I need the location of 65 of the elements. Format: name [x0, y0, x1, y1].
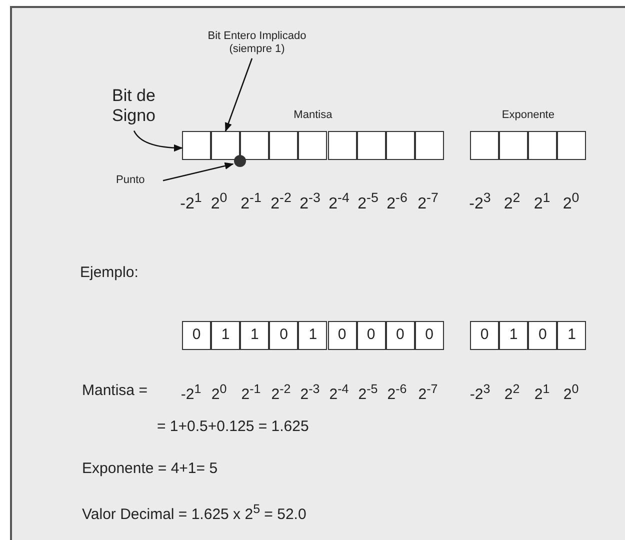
bit-cell: 1	[499, 321, 528, 350]
bit-cell	[499, 131, 528, 160]
weight-label: 2$^{-2}$	[271, 382, 291, 403]
weight-label: 2$^{0}$	[211, 382, 227, 403]
weight-label: 2$^{-3}$	[300, 190, 320, 214]
weight-label: 2$^{-6}$	[386, 190, 408, 214]
weight-label: 2$^{-3}$	[300, 382, 320, 403]
bit-cell	[528, 131, 558, 160]
weight-label: 2$^{-2}$	[270, 190, 292, 214]
bit-cell: 0	[182, 321, 211, 350]
bit-cell: 1	[557, 321, 586, 350]
bit-cell	[414, 131, 444, 160]
leader-arrow	[224, 58, 253, 132]
weight-label: 2$^{-7}$	[418, 190, 438, 214]
bit-cell: 0	[328, 321, 356, 350]
leader-arrow	[162, 162, 234, 182]
leader-arrow	[133, 130, 183, 152]
weight-label: 2$^{0}$	[562, 190, 580, 214]
weight-label: -2$^{3}$	[469, 190, 491, 214]
bit-cell: 1	[240, 321, 270, 350]
bit-cell	[386, 131, 415, 160]
weight-label: -2$^{1}$	[180, 382, 202, 403]
annotation-label: Bit de Signo	[112, 86, 174, 127]
annotation-label: Bit Entero Implicado (siempre 1)	[187, 30, 327, 56]
bit-cell	[182, 131, 211, 160]
bit-cell: 0	[470, 321, 499, 350]
annotation-label: Punto	[116, 174, 160, 188]
weight-label: 2$^{0}$	[563, 382, 579, 403]
formula-text: = 1+0.5+0.125 = 1.625	[157, 418, 309, 435]
formula-text: Valor Decimal = 1.625 x 2$^{5}$ = 52.0	[82, 502, 306, 523]
weight-label: 2$^{1}$	[534, 382, 550, 403]
bit-cell: 0	[269, 321, 298, 350]
bit-cell: 1	[298, 321, 328, 350]
weight-label: 2$^{-1}$	[240, 190, 262, 214]
weight-label: 2$^{-5}$	[358, 382, 378, 403]
section-heading: Ejemplo:	[80, 264, 138, 281]
weight-label: 2$^{-6}$	[387, 382, 407, 403]
bit-cell	[356, 131, 386, 160]
weight-label: 2$^{-5}$	[358, 190, 378, 214]
weight-label: 2$^{2}$	[504, 382, 520, 403]
bit-cell	[269, 131, 298, 160]
bit-cell	[298, 131, 328, 160]
formula-text: Exponente = 4+1= 5	[82, 460, 218, 477]
weight-label: 2$^{-7}$	[418, 382, 438, 403]
register-label: Exponente	[502, 109, 554, 121]
bit-cell: 0	[528, 321, 558, 350]
weight-label: 2$^{-4}$	[328, 190, 350, 214]
bit-cell	[557, 131, 586, 160]
bit-cell: 0	[414, 321, 444, 350]
weight-label: -2$^{1}$	[180, 190, 202, 214]
formula-text: Mantisa =	[82, 382, 148, 399]
register-label: Mantisa	[294, 109, 332, 121]
bit-cell	[211, 131, 240, 160]
bit-cell: 0	[356, 321, 386, 350]
bit-cell: 1	[211, 321, 240, 350]
weight-label: 2$^{0}$	[210, 190, 228, 214]
bit-cell	[240, 131, 270, 160]
weight-label: 2$^{-1}$	[241, 382, 261, 403]
weight-label: 2$^{1}$	[534, 190, 550, 214]
bit-cell	[328, 131, 356, 160]
weight-label: 2$^{2}$	[504, 190, 520, 214]
bit-cell	[470, 131, 499, 160]
weight-label: 2$^{-4}$	[329, 382, 349, 403]
weight-label: -2$^{3}$	[470, 382, 490, 403]
bit-cell: 0	[386, 321, 415, 350]
